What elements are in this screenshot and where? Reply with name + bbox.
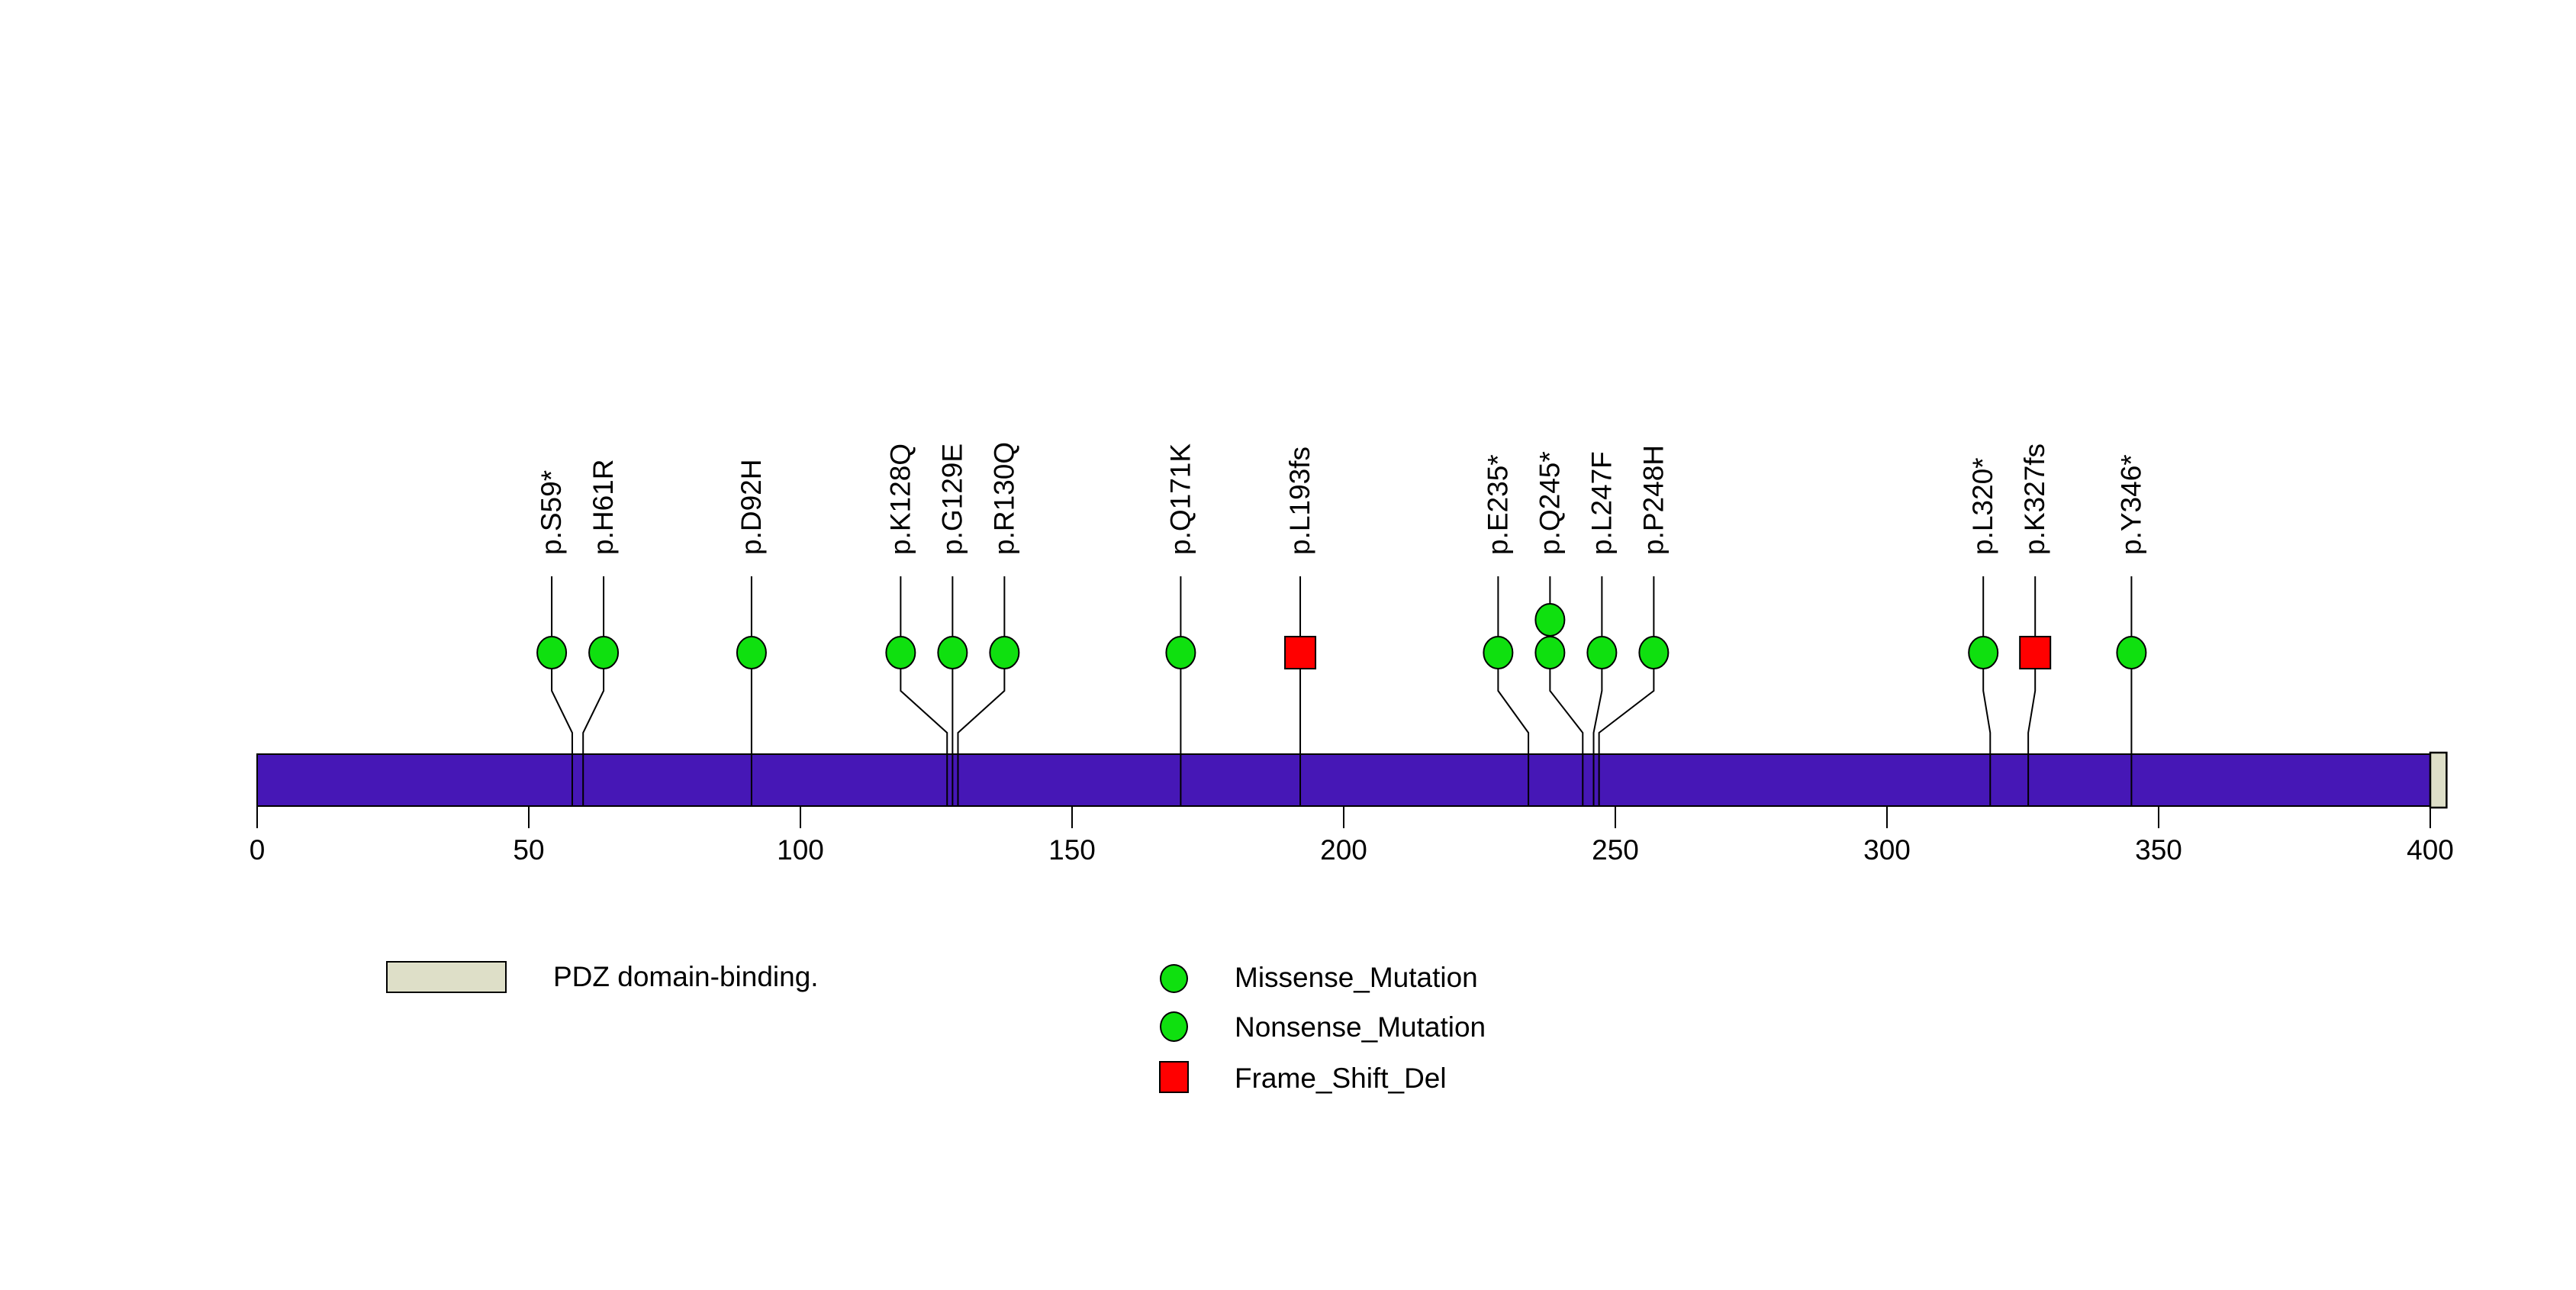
protein-backbone-bar — [256, 753, 2448, 807]
mutation-label: p.D92H — [736, 460, 767, 555]
mutation-label: p.L320* — [1967, 457, 1998, 555]
mutation-marker-circle[interactable] — [1534, 603, 1566, 637]
mutation-stem — [957, 576, 1006, 806]
axis-tick-label: 250 — [1592, 834, 1639, 866]
mutation-label: p.Q171K — [1164, 443, 1196, 555]
axis-tick-label: 150 — [1048, 834, 1096, 866]
mutation-label: p.G129E — [936, 443, 968, 555]
mutation-label: p.H61R — [588, 460, 619, 555]
mutation-marker-circle[interactable] — [1968, 636, 1999, 669]
mutation-marker-square[interactable] — [2019, 636, 2052, 669]
mutation-label: p.R130Q — [988, 442, 1019, 555]
axis-tick-label: 350 — [2135, 834, 2182, 866]
mutation-marker-circle[interactable] — [885, 636, 916, 669]
mutation-stem — [1598, 576, 1655, 806]
mutation-label: p.Q245* — [1534, 451, 1565, 555]
mutation-marker-circle[interactable] — [1638, 636, 1670, 669]
axis-tick-label: 0 — [250, 834, 266, 866]
mutation-stem — [1982, 576, 1992, 806]
mutation-marker-circle[interactable] — [588, 636, 620, 669]
axis-tick-label: 100 — [777, 834, 824, 866]
mutation-label: p.L193fs — [1284, 447, 1315, 555]
nonsense-legend-label: Nonsense_Mutation — [1235, 1011, 1486, 1043]
axis-tick-label: 50 — [513, 834, 544, 866]
mutation-stem — [1497, 576, 1530, 806]
mutation-marker-square[interactable] — [1284, 636, 1317, 669]
axis-tick-label: 400 — [2407, 834, 2454, 866]
frameshift-legend-label: Frame_Shift_Del — [1235, 1063, 1447, 1094]
mutation-stem — [900, 576, 948, 806]
mutation-marker-circle[interactable] — [1165, 636, 1196, 669]
pdz-domain-swatch — [386, 961, 507, 993]
mutation-label: p.Y346* — [2115, 454, 2146, 555]
axis-tick-label: 200 — [1320, 834, 1367, 866]
mutation-marker-circle[interactable] — [2116, 636, 2147, 669]
mutation-stem — [551, 576, 573, 806]
mutation-marker-circle[interactable] — [536, 636, 568, 669]
mutation-marker-circle[interactable] — [937, 636, 968, 669]
missense-legend-label: Missense_Mutation — [1235, 962, 1478, 993]
mutation-stem — [2027, 576, 2037, 806]
mutation-label: p.K128Q — [884, 443, 916, 555]
mutation-label: p.K327fs — [2019, 443, 2050, 555]
mutation-label: p.P248H — [1637, 445, 1669, 555]
mutation-stem — [582, 576, 605, 806]
mutation-marker-circle[interactable] — [989, 636, 1020, 669]
pdz-domain-legend-label: PDZ domain-binding. — [553, 961, 819, 992]
mutation-marker-circle[interactable] — [736, 636, 767, 669]
mutation-marker-circle[interactable] — [1483, 636, 1514, 669]
mutation-stem — [1592, 576, 1603, 806]
mutation-marker-circle[interactable] — [1586, 636, 1618, 669]
domain-box-pdz-binding[interactable] — [2429, 751, 2448, 809]
mutation-label: p.S59* — [536, 470, 567, 555]
mutation-marker-circle[interactable] — [1534, 636, 1566, 669]
axis-tick-label: 300 — [1863, 834, 1911, 866]
frameshift-swatch-icon — [1159, 1061, 1189, 1093]
nonsense-swatch-icon — [1160, 1011, 1188, 1042]
missense-swatch-icon — [1160, 964, 1188, 993]
mutation-label: p.L247F — [1586, 451, 1617, 555]
mutation-label: p.E235* — [1482, 454, 1513, 555]
